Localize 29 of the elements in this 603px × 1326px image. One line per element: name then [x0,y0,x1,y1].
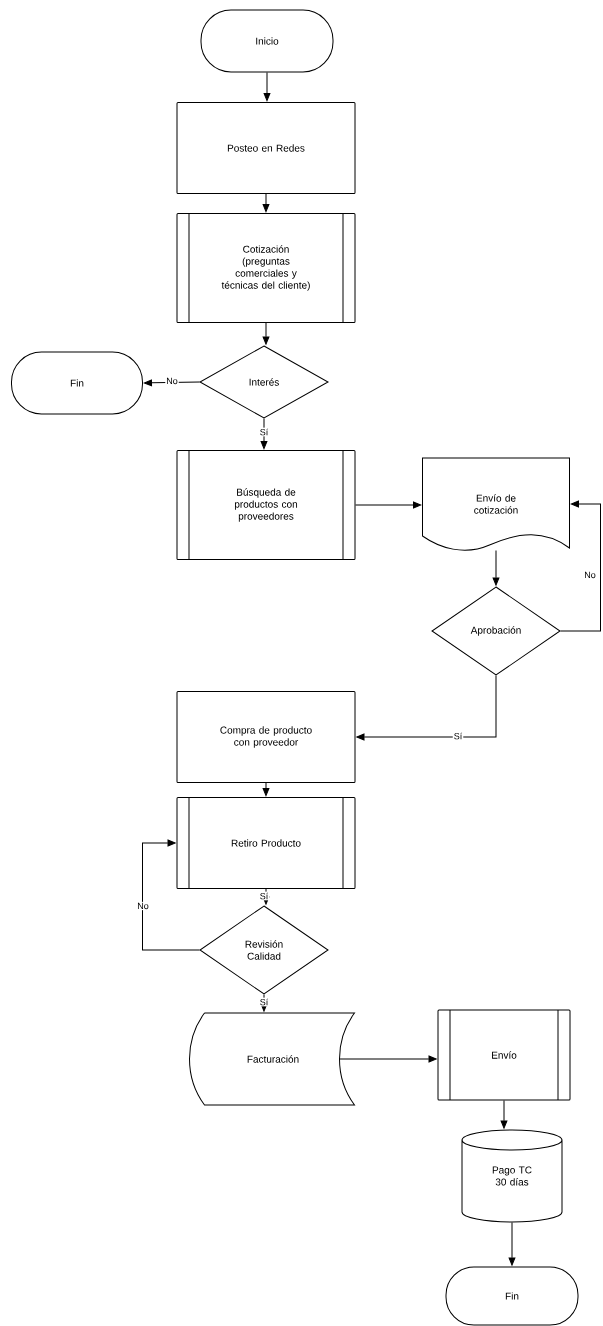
arrow [356,675,497,741]
arrow [492,550,500,586]
arrow [262,193,270,213]
subprocess-box: Envío [437,1009,571,1101]
subprocess-box: Cotización (preguntas comerciales y técnicas del cliente) [176,213,356,323]
stored-data-shape: Facturación [189,1012,355,1106]
arrow [262,322,270,345]
process-box: Posteo en Redes [176,102,356,194]
edge-label: No [583,570,597,580]
edge-label: Sí [452,731,464,741]
arrow [500,1100,508,1129]
arrow [263,72,271,102]
arrow [142,839,200,951]
edge-label: Sí [258,891,270,901]
arrow [560,500,601,632]
subprocess-box: Retiro Producto [176,797,356,889]
database-cylinder: Pago TC 30 días [461,1129,563,1223]
edge-label: Sí [258,427,270,437]
edge-label: No [136,901,150,911]
arrow [143,379,200,387]
arrow [260,418,268,450]
edge-label: No [165,376,179,386]
process-box: Compra de producto con proveedor [176,691,356,783]
arrow [339,1055,437,1063]
arrow [355,501,422,509]
subprocess-box: Búsqueda de productos con proveedores [176,450,356,560]
arrow [508,1222,516,1266]
edge-label: Sí [258,997,270,1007]
arrow [262,782,270,797]
